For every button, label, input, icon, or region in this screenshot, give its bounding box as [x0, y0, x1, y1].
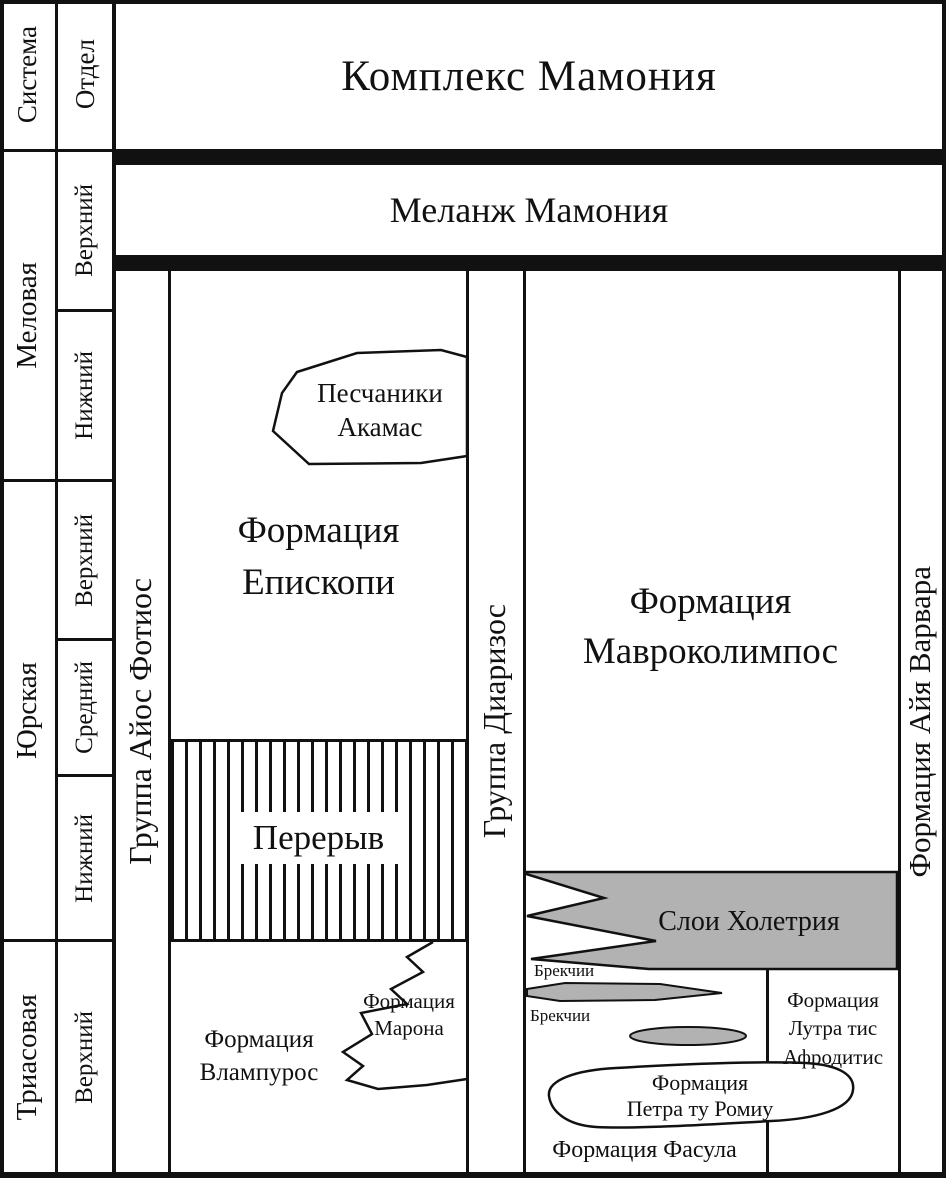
marona-line-2: Марона [374, 1016, 444, 1041]
loutra-line-2: Лутра тис [788, 1016, 878, 1041]
divider-mavrokolymbos-ayia-varvara [898, 271, 901, 1172]
stage-cell-4-label: Средний [71, 661, 98, 754]
breccia-lens-1 [526, 981, 723, 1003]
stage-cell-3-label: Верхний [71, 513, 98, 607]
loutra-line-3: Афродитис [782, 1044, 884, 1069]
episkopi-line-1: Формация [237, 510, 400, 551]
marona-vlampuros-boundary [340, 940, 468, 1091]
system-cell-cretaceous: Меловая [0, 152, 55, 479]
header-row-line [0, 149, 116, 152]
complex-title-label: Комплекс Мамония [341, 53, 717, 100]
formation-ayia-varvara-label: Формация Айя Варвара [902, 565, 937, 878]
akamas-line-1: Песчаники [317, 378, 443, 408]
akamas-sandstone-title: Песчаники Акамас [280, 377, 480, 445]
formation-fasoula-title: Формация Фасула [523, 1137, 766, 1164]
stage-cell-1-label: Верхний [71, 184, 98, 277]
divider-stage-main [112, 0, 116, 1172]
breccia-label-2: Брекчии [530, 1006, 591, 1025]
formation-vlampuros-title: Формация Влампурос [170, 1024, 348, 1089]
petra-tou-romiou-shape [547, 1061, 855, 1129]
stage-cell-2: Нижний [55, 312, 115, 479]
formation-loutra-title: Формация Лутра тис Афродитис [770, 986, 896, 1071]
holetria-beds-title: Слои Холетрия [610, 906, 888, 938]
holetria-label: Слои Холетрия [658, 906, 840, 937]
system-column-header: Система [0, 0, 55, 149]
complex-title: Комплекс Мамония [112, 4, 946, 149]
mavrokolymbos-line-1: Формация [629, 581, 792, 622]
stage-cell-6-label: Верхний [71, 1010, 98, 1104]
divider-episkopi-diarizos [466, 271, 469, 1172]
breccia-title-1: Брекчии [534, 961, 624, 981]
vlampuros-line-1: Формация [204, 1026, 314, 1053]
stage-cell-2-label: Нижний [71, 351, 98, 440]
akamas-sandstone-shape [271, 348, 469, 466]
system-cell-triassic-label: Триасовая [11, 993, 43, 1121]
melange-title-label: Меланж Мамония [389, 190, 669, 230]
formation-episkopi-title: Формация Епископи [168, 505, 469, 609]
episkopi-line-2: Епископи [242, 561, 395, 603]
hiatus-hatched-area [168, 739, 469, 942]
formation-mavrokolymbos-title: Формация Мавроколимпос [523, 577, 898, 677]
border-left [0, 0, 4, 1178]
stage-cell-3: Верхний [55, 482, 115, 638]
breccia-label-1: Брекчии [534, 961, 595, 980]
border-bottom [0, 1172, 946, 1178]
petra-line-1: Формация [651, 1070, 749, 1095]
formation-ayia-varvara: Формация Айя Варвара [898, 271, 942, 1172]
loutra-line-1: Формация [787, 988, 879, 1012]
thick-bar-under-melange [112, 255, 946, 271]
stage-row-line-1 [55, 309, 116, 312]
system-cell-cretaceous-label: Меловая [11, 262, 43, 369]
petra-line-2: Петра ту Ромиу [626, 1096, 774, 1122]
divider-diarizos-mavrokolymbos [523, 271, 526, 1172]
system-row-line-jurassic-triassic [0, 939, 116, 942]
group-diarizos-label: Группа Диаризос [476, 604, 512, 839]
stage-column-header-label: Отдел [69, 39, 100, 110]
hiatus-title: Перерыв [168, 812, 469, 864]
system-cell-triassic: Триасовая [0, 942, 55, 1172]
border-top [0, 0, 946, 4]
stage-cell-5: Нижний [55, 777, 115, 939]
breccia-title-2: Брекчии [530, 1006, 620, 1026]
akamas-line-2: Акамас [337, 411, 423, 442]
stage-cell-6: Верхний [55, 942, 115, 1172]
hiatus-label: Перерыв [234, 812, 403, 864]
formation-marona-title: Формация Марона [350, 988, 468, 1043]
system-cell-jurassic-label: Юрская [11, 661, 43, 760]
system-column-header-label: Система [12, 25, 42, 124]
vlampuros-line-2: Влампурос [199, 1058, 319, 1086]
fasoula-label: Формация Фасула [552, 1137, 737, 1163]
group-agios-fotios: Группа Айос Фотиос [112, 271, 168, 1172]
stage-cell-1: Верхний [55, 152, 115, 309]
system-cell-jurassic: Юрская [0, 482, 55, 939]
group-agios-fotios-label: Группа Айос Фотиос [121, 578, 158, 865]
stage-cell-4: Средний [55, 641, 115, 774]
marona-line-1: Формация [363, 989, 455, 1013]
border-right [942, 0, 946, 1178]
stage-cell-5-label: Нижний [71, 813, 98, 903]
holetria-gray-band [524, 870, 899, 971]
melange-title: Меланж Мамония [112, 165, 946, 255]
stage-row-line-2 [55, 638, 116, 641]
mavrokolymbos-line-2: Мавроколимпос [582, 630, 839, 672]
formation-petra-title: Формация Петра ту Ромиу [600, 1070, 800, 1123]
divider-system-stage [55, 0, 58, 1172]
system-row-line-cretaceous-jurassic [0, 479, 116, 482]
divider-agios-fotios-episkopi [168, 271, 171, 1172]
thick-bar-under-complex [112, 149, 946, 165]
stage-row-line-3 [55, 774, 116, 777]
stage-column-header: Отдел [55, 0, 115, 149]
breccia-lens-2 [629, 1026, 747, 1046]
